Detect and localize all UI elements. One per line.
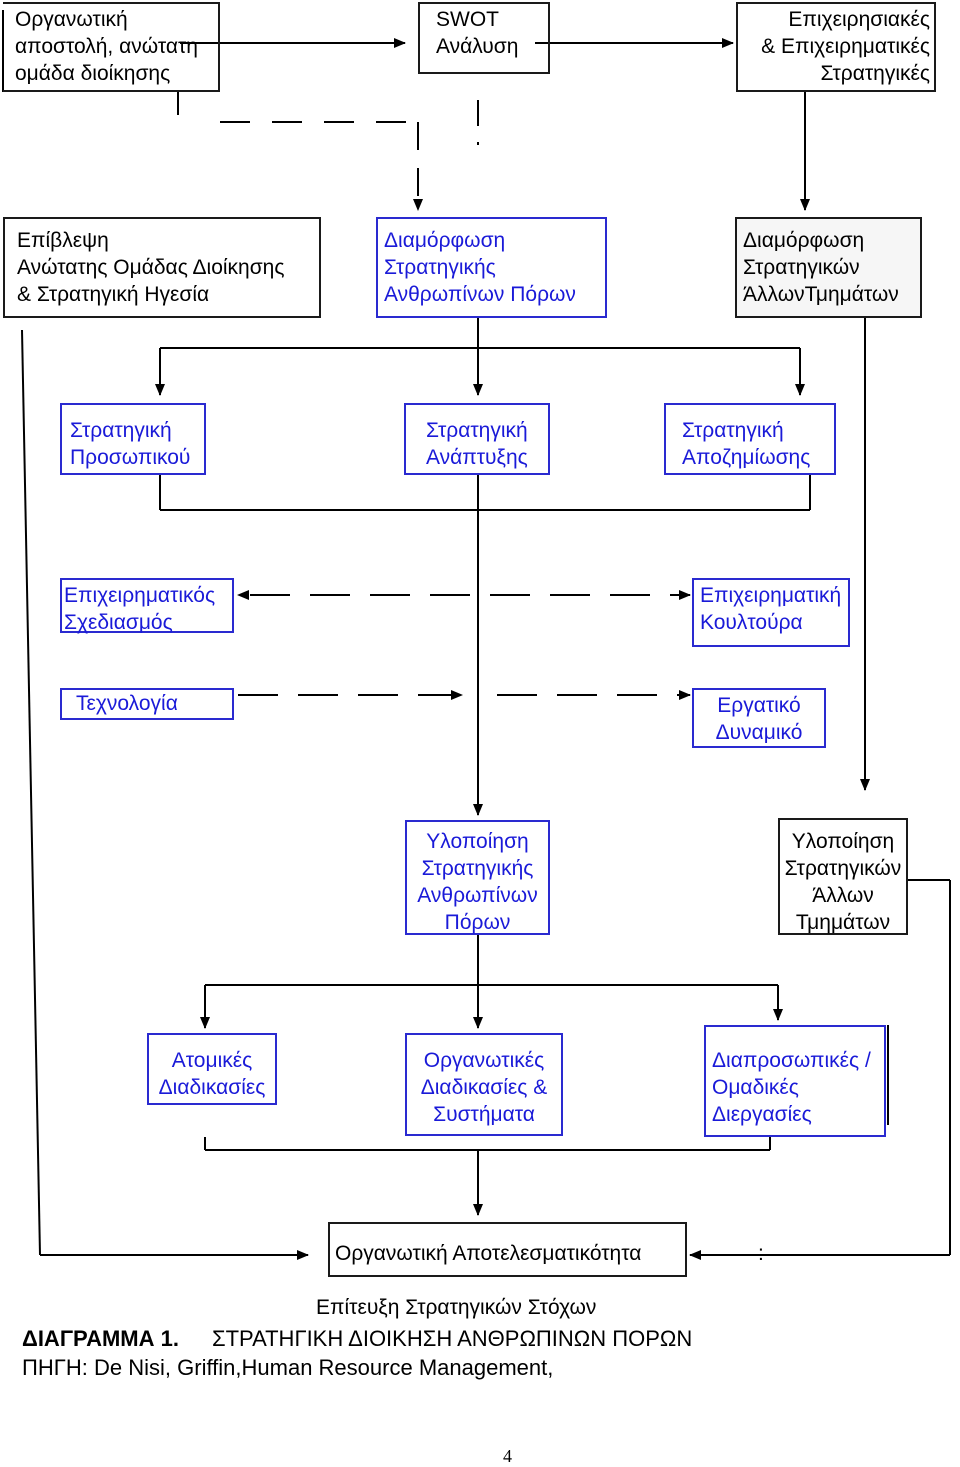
business-culture-box: Επιχειρηματική Κουλτούρα xyxy=(692,578,850,647)
outcome-colon: : xyxy=(758,1242,764,1265)
effectiveness-box: Οργανωτική Αποτελεσματικότητα xyxy=(328,1222,687,1277)
business-planning-box: Επιχειρηματικός Σχεδιασμός xyxy=(60,578,234,634)
individual-processes-box: Ατομικές Διαδικασίες xyxy=(147,1033,277,1105)
mission-box: Οργανωτική αποστολή, ανώτατη ομάδα διοίκ… xyxy=(3,2,220,92)
hr-implementation-box: Υλοποίηση Στρατηγικής Ανθρωπίνων Πόρων xyxy=(405,820,550,935)
hr-formulation-box: Διαμόρφωση Στρατηγικής Ανθρωπίνων Πόρων xyxy=(376,217,607,318)
oversight-box: Επίβλεψη Ανώτατης Ομάδας Διοίκησης & Στρ… xyxy=(3,217,321,318)
organizational-processes-box: Οργανωτικές Διαδικασίες & Συστήματα xyxy=(405,1033,563,1136)
diagram-source: ΠΗΓΗ: De Nisi, Griffin,Human Resource Ma… xyxy=(22,1355,554,1380)
workforce-box: Εργατικό Δυναμικό xyxy=(692,688,826,748)
other-formulation-box: Διαμόρφωση Στρατηγικών ΆλλωνΤμημάτων xyxy=(735,217,922,318)
diagram-title: ΔΙΑΓΡΑΜΜΑ 1. xyxy=(22,1326,179,1351)
compensation-strategy-box: Στρατηγική Αποζημίωσης xyxy=(664,403,836,475)
staffing-strategy-box: Στρατηγική Προσωπικού xyxy=(60,403,206,475)
other-implementation-box: Υλοποίηση Στρατηγικών Άλλων Τμημάτων xyxy=(778,818,908,935)
goals-text: Επίτευξη Στρατηγικών Στόχων xyxy=(316,1296,597,1319)
swot-box: SWOT Ανάλυση xyxy=(418,2,550,74)
interpersonal-processes-box: Διαπροσωπικές / Ομαδικές Διεργασίες xyxy=(704,1025,886,1137)
business-strategies-box: Επιχειρησιακές & Επιχειρηματικές Στρατηγ… xyxy=(736,2,936,92)
diagram-subtitle: ΣΤΡΑΤΗΓΙΚΗ ΔΙΟΙΚΗΣΗ ΑΝΘΡΩΠΙΝΩΝ ΠΟΡΩΝ xyxy=(212,1326,693,1351)
page-number: 4 xyxy=(503,1446,512,1466)
technology-box: Τεχνολογία xyxy=(60,688,234,720)
development-strategy-box: Στρατηγική Ανάπτυξης xyxy=(404,403,550,475)
